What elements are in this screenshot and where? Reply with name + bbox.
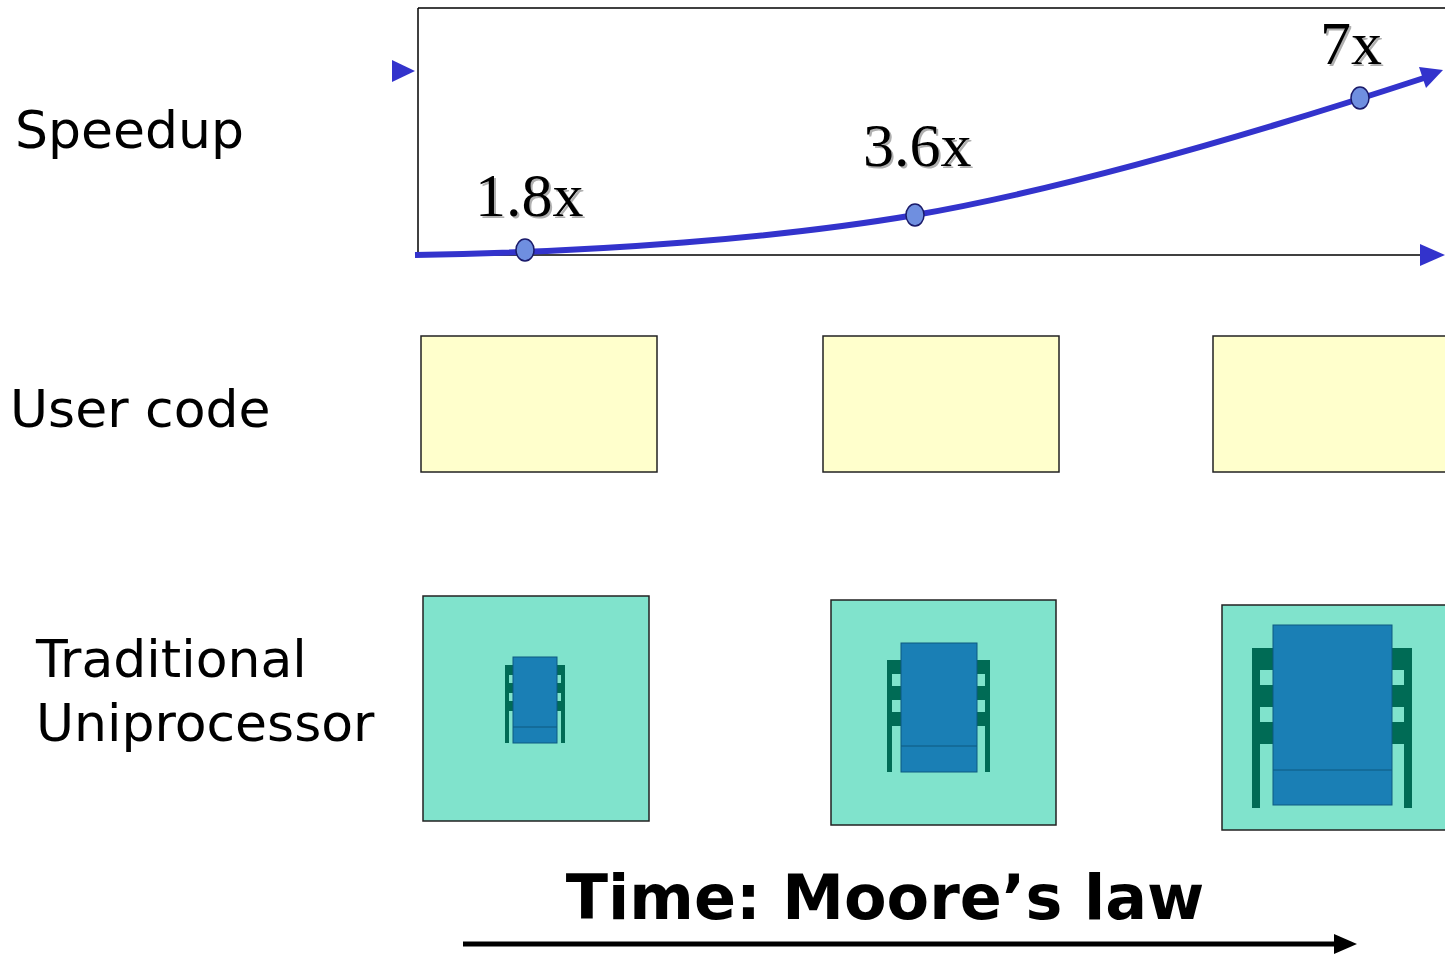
- axis-title: Time: Moore’s law: [460, 861, 1310, 935]
- chart-frame: [418, 7, 1445, 9]
- chip-edge: [513, 727, 557, 728]
- chip-icon: [887, 643, 990, 772]
- data-point: [1351, 87, 1369, 109]
- row-label: Speedup: [15, 99, 244, 161]
- user-code-box: [823, 336, 1059, 472]
- time-arrow: [463, 942, 1338, 947]
- time-arrowhead: [1334, 934, 1357, 954]
- chip-icon: [505, 657, 565, 743]
- user-code-box: [421, 336, 657, 472]
- chip-body: [1273, 625, 1392, 805]
- chip-edge: [1273, 770, 1392, 771]
- time-axis: [418, 254, 1424, 256]
- processor-panel: [423, 596, 649, 821]
- speedup-curve: [415, 78, 1424, 255]
- chart-frame: [417, 8, 419, 255]
- row-label: User code: [10, 378, 270, 440]
- processor-panel: [1222, 605, 1445, 830]
- chip-body: [901, 643, 977, 772]
- speedup-value: 1.8x: [475, 160, 584, 231]
- axis-marker: [392, 60, 415, 82]
- processor-panel: [831, 600, 1056, 825]
- chip-edge: [901, 746, 977, 747]
- user-code-box: [1213, 336, 1445, 472]
- curve-arrowhead: [1419, 67, 1443, 88]
- data-point: [516, 239, 534, 261]
- axis-arrowhead: [1420, 244, 1445, 266]
- speedup-value: 7x: [1320, 8, 1382, 79]
- chip-body: [513, 657, 557, 743]
- speedup-value: 3.6x: [863, 110, 972, 181]
- data-point: [906, 204, 924, 226]
- chip-icon: [1252, 625, 1412, 808]
- row-label: Traditional Uniprocessor: [36, 628, 411, 756]
